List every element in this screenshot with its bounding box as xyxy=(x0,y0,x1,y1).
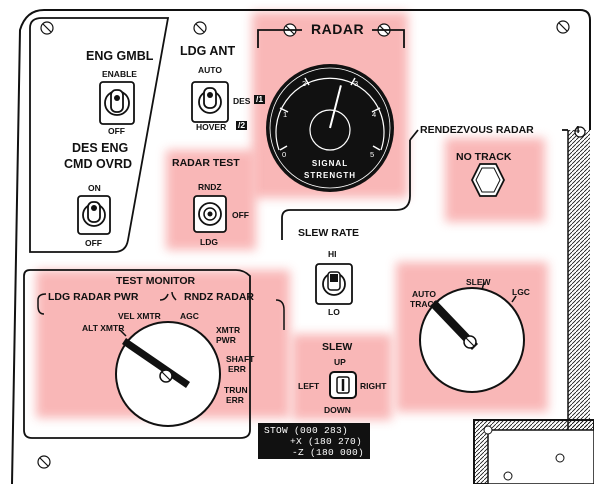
radar-title: RADAR xyxy=(311,21,365,37)
rr-mode-selector[interactable] xyxy=(419,281,525,393)
slew-rate-toggle[interactable] xyxy=(315,263,353,305)
slew-left: LEFT xyxy=(298,381,320,391)
ldg-ant-switch[interactable] xyxy=(191,81,229,123)
tm-xmtr: XMTR xyxy=(216,325,241,335)
tm-shaft: SHAFT xyxy=(226,354,255,364)
tick-4: 4 xyxy=(372,110,376,119)
tick-0: 0 xyxy=(282,150,286,159)
no-track-indicator xyxy=(470,163,506,197)
ldg-radar-pwr-label: LDG RADAR PWR xyxy=(48,291,139,303)
ldg-ant-des-tag: /1 xyxy=(254,94,266,104)
des-eng-on: ON xyxy=(88,183,101,193)
stow-line-2: +X (180 270) xyxy=(290,436,363,447)
slew-rate-title: SLEW RATE xyxy=(298,227,360,239)
eng-gmbl-title: ENG GMBL xyxy=(86,49,154,63)
des-eng-off: OFF xyxy=(85,238,102,248)
ldg-ant-hover: HOVER xyxy=(196,122,227,132)
radar-test-rndz: RNDZ xyxy=(198,182,222,192)
tick-3: 3 xyxy=(354,79,358,88)
tm-agc: AGC xyxy=(180,311,199,321)
ldg-ant-hover-tag: /2 xyxy=(236,120,248,130)
des-eng-title-1: DES ENG xyxy=(72,141,129,155)
tick-1: 1 xyxy=(283,110,287,119)
rndz-radar-label: RNDZ RADAR xyxy=(184,291,254,303)
no-track-label: NO TRACK xyxy=(456,151,512,163)
test-monitor-selector[interactable] xyxy=(115,321,221,427)
lower-right-structure xyxy=(473,419,594,484)
stow-line-1: STOW (000 283) xyxy=(264,425,349,436)
slew-up: UP xyxy=(334,357,346,367)
stow-placard: STOW (000 283) +X (180 270) -Z (180 000) xyxy=(258,423,370,459)
tm-shaft-err: ERR xyxy=(228,364,246,374)
tick-2: 2 xyxy=(302,79,306,88)
edge-tag: 4 xyxy=(574,124,580,136)
tm-alt-xmtr: ALT XMTR xyxy=(82,323,125,333)
des-eng-cmd-ovrd-toggle[interactable] xyxy=(77,195,111,235)
slew-right: RIGHT xyxy=(360,381,387,391)
des-eng-title-2: CMD OVRD xyxy=(64,157,133,171)
slew-controller[interactable] xyxy=(329,371,357,399)
meter-ticks xyxy=(279,77,381,151)
tm-trun-err: ERR xyxy=(226,395,244,405)
ldg-ant-des: DES xyxy=(233,96,251,106)
eng-gmbl-enable: ENABLE xyxy=(102,69,137,79)
mode-track: TRACK xyxy=(410,299,440,309)
rendezvous-radar-title: RENDEZVOUS RADAR xyxy=(420,124,534,136)
signal-strength-meter: 0 1 2 3 4 5 SIGNAL STRENGTH xyxy=(266,64,394,192)
tm-pwr: PWR xyxy=(216,335,236,345)
mode-auto: AUTO xyxy=(412,289,436,299)
mode-lgc: LGC xyxy=(512,287,530,297)
slew-rate-hi: HI xyxy=(328,249,337,259)
radar-test-off: OFF xyxy=(232,210,249,220)
slew-rate-lo: LO xyxy=(328,307,340,317)
edge-hatch xyxy=(568,130,590,430)
slew-title: SLEW xyxy=(322,341,353,353)
test-monitor-compartment xyxy=(23,269,251,439)
eng-gmbl-off: OFF xyxy=(108,126,125,136)
test-monitor-title: TEST MONITOR xyxy=(116,275,196,287)
radar-test-ldg: LDG xyxy=(200,237,218,247)
mode-slew: SLEW xyxy=(466,277,491,287)
left-compartment xyxy=(29,17,170,253)
slew-down: DOWN xyxy=(324,405,351,415)
stow-line-3: -Z (180 000) xyxy=(292,447,365,458)
tm-vel-xmtr: VEL XMTR xyxy=(118,311,161,321)
radar-test-switch[interactable] xyxy=(193,195,227,233)
eng-gmbl-toggle[interactable] xyxy=(99,81,135,125)
meter-label-line2: STRENGTH xyxy=(304,171,356,180)
tm-trun: TRUN xyxy=(224,385,248,395)
meter-needle xyxy=(329,85,342,129)
ldg-ant-title: LDG ANT xyxy=(180,44,236,58)
meter-label-line1: SIGNAL xyxy=(312,159,348,168)
radar-test-title: RADAR TEST xyxy=(172,157,240,169)
tick-5: 5 xyxy=(370,150,374,159)
ldg-ant-auto: AUTO xyxy=(198,65,222,75)
